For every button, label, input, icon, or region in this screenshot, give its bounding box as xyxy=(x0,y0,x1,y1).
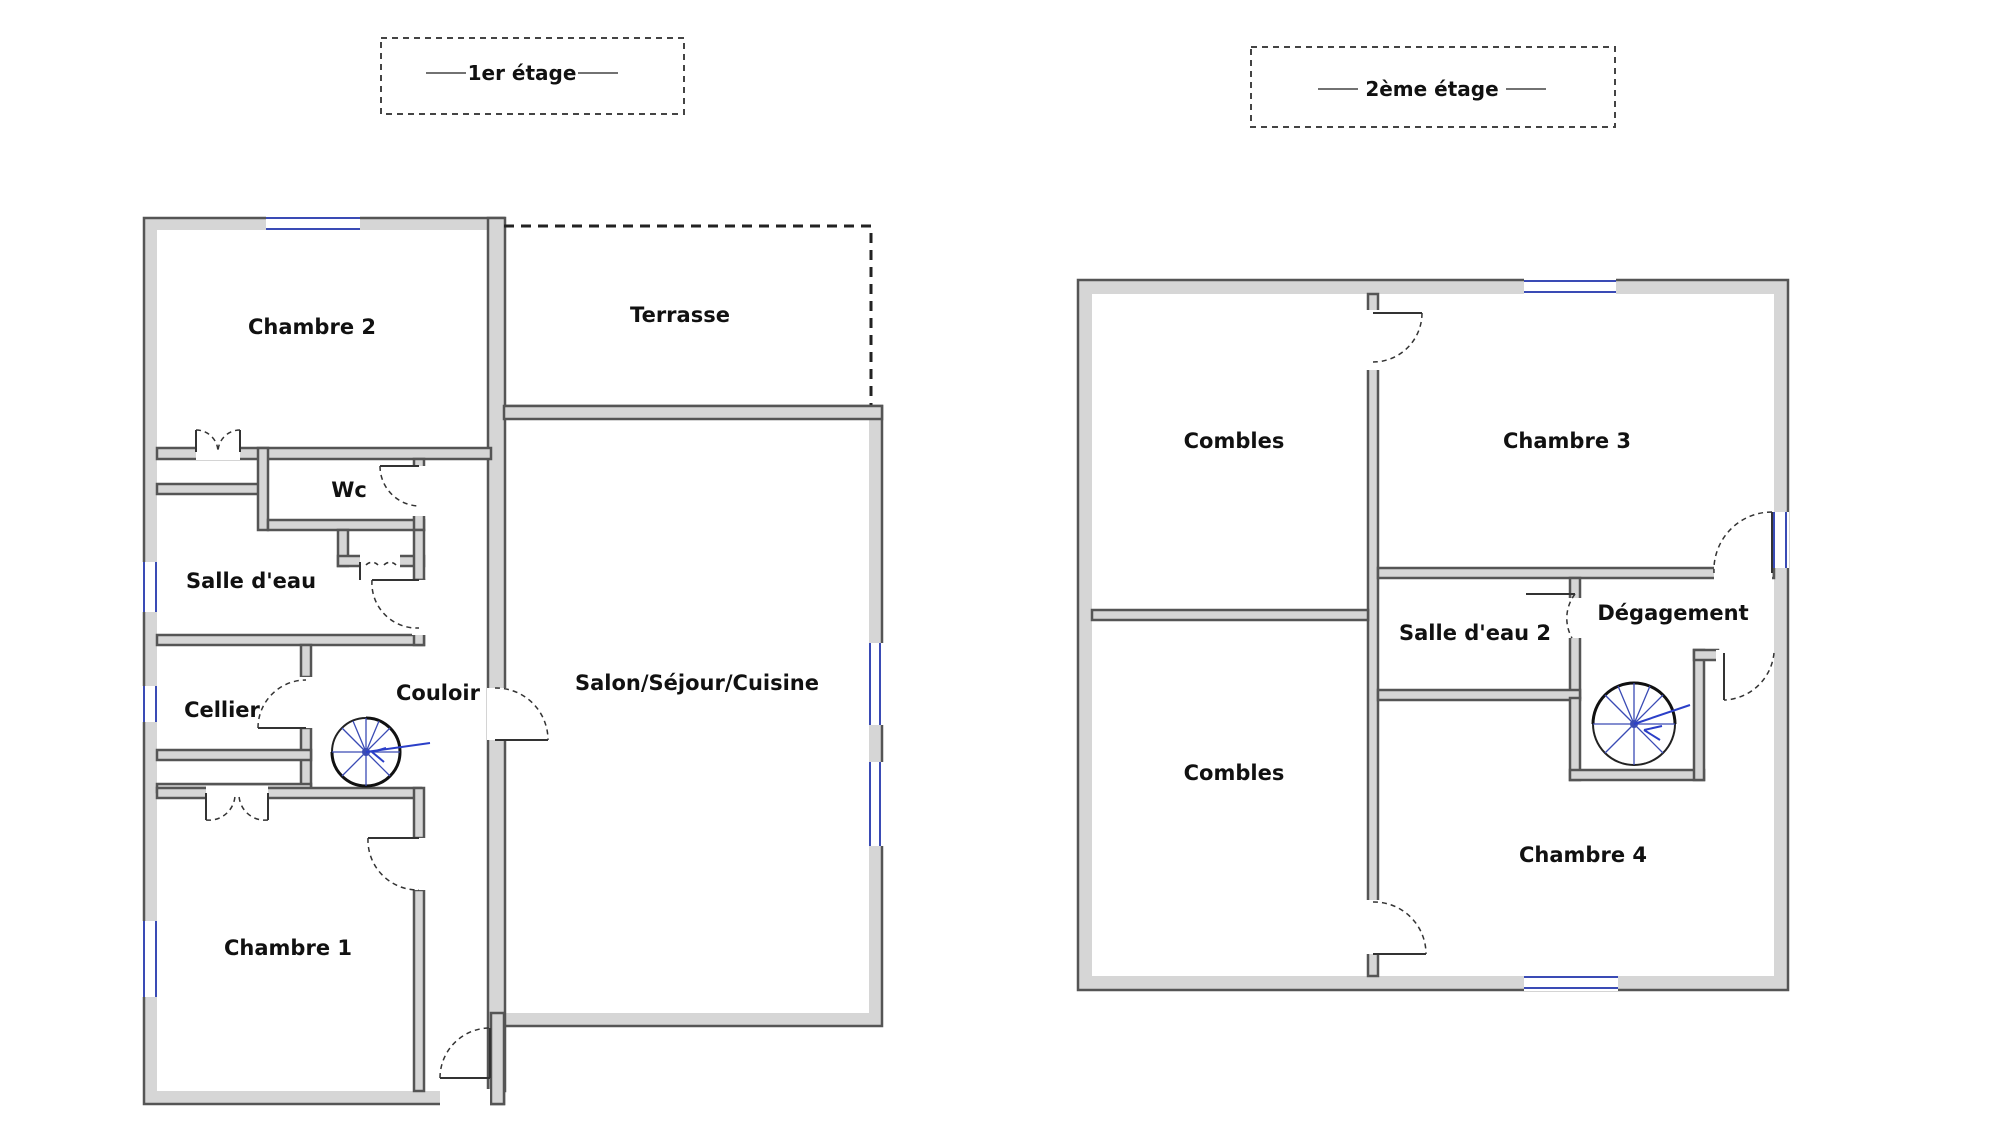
door-salle-eau xyxy=(371,579,426,635)
floor1-title: 1er étage xyxy=(468,61,577,85)
door-wc xyxy=(379,465,426,516)
room-label-couloir: Couloir xyxy=(396,681,481,705)
floor2-title: 2ème étage xyxy=(1365,77,1498,101)
room-label-chambre4: Chambre 4 xyxy=(1519,843,1647,867)
window-cellier-left xyxy=(142,686,158,722)
floor2-plan: Combles Chambre 3 Salle d'eau 2 Dégageme… xyxy=(1076,278,1790,992)
room-label-cellier: Cellier xyxy=(184,698,260,722)
room-label-chambre2: Chambre 2 xyxy=(248,315,376,339)
floor1-title-box: 1er étage xyxy=(380,37,685,115)
door-closet-chambre2 xyxy=(195,429,241,460)
spiral-staircase-floor2 xyxy=(1591,681,1691,766)
room-label-chambre3: Chambre 3 xyxy=(1503,429,1631,453)
door-chambre3-degagement xyxy=(1713,511,1773,580)
room-label-salle-eau: Salle d'eau xyxy=(186,569,316,593)
window-chambre1-left xyxy=(142,921,158,997)
door-chambre4-combles xyxy=(1366,900,1427,955)
room-label-combles-bottom: Combles xyxy=(1184,761,1285,785)
room-label-degagement: Dégagement xyxy=(1597,601,1748,625)
terrace-outline xyxy=(504,224,873,412)
spiral-staircase-floor1 xyxy=(330,716,431,788)
room-label-salon: Salon/Séjour/Cuisine xyxy=(575,671,819,695)
window-salle-eau-left xyxy=(142,562,158,612)
floor2-title-box: 2ème étage xyxy=(1250,46,1616,128)
door-cellier xyxy=(257,677,313,729)
room-label-combles-top: Combles xyxy=(1184,429,1285,453)
window-chambre3-top xyxy=(1524,278,1616,295)
room-label-salle-eau2: Salle d'eau 2 xyxy=(1399,621,1551,645)
door-chambre4-degagement xyxy=(1716,650,1775,701)
room-label-terrasse: Terrasse xyxy=(630,303,730,327)
door-shower xyxy=(359,554,400,580)
room-label-wc: Wc xyxy=(331,478,367,502)
door-salle-eau2 xyxy=(1526,593,1582,639)
room-label-chambre1: Chambre 1 xyxy=(224,936,352,960)
door-entrance xyxy=(439,1027,491,1106)
door-chambre1 xyxy=(367,837,426,891)
terrace-bottom-wall xyxy=(502,404,884,421)
window-chambre4-bottom xyxy=(1524,974,1618,991)
window-chambre2-top xyxy=(266,216,360,231)
window-salon-right xyxy=(868,643,884,846)
door-salon xyxy=(487,687,549,741)
door-closet-chambre1 xyxy=(205,786,269,821)
window-chambre3-right xyxy=(1771,512,1789,568)
door-chambre3 xyxy=(1366,310,1423,370)
floor1-plan: Chambre 2 Terrasse Wc Salle d'eau Cellie… xyxy=(142,216,884,1106)
